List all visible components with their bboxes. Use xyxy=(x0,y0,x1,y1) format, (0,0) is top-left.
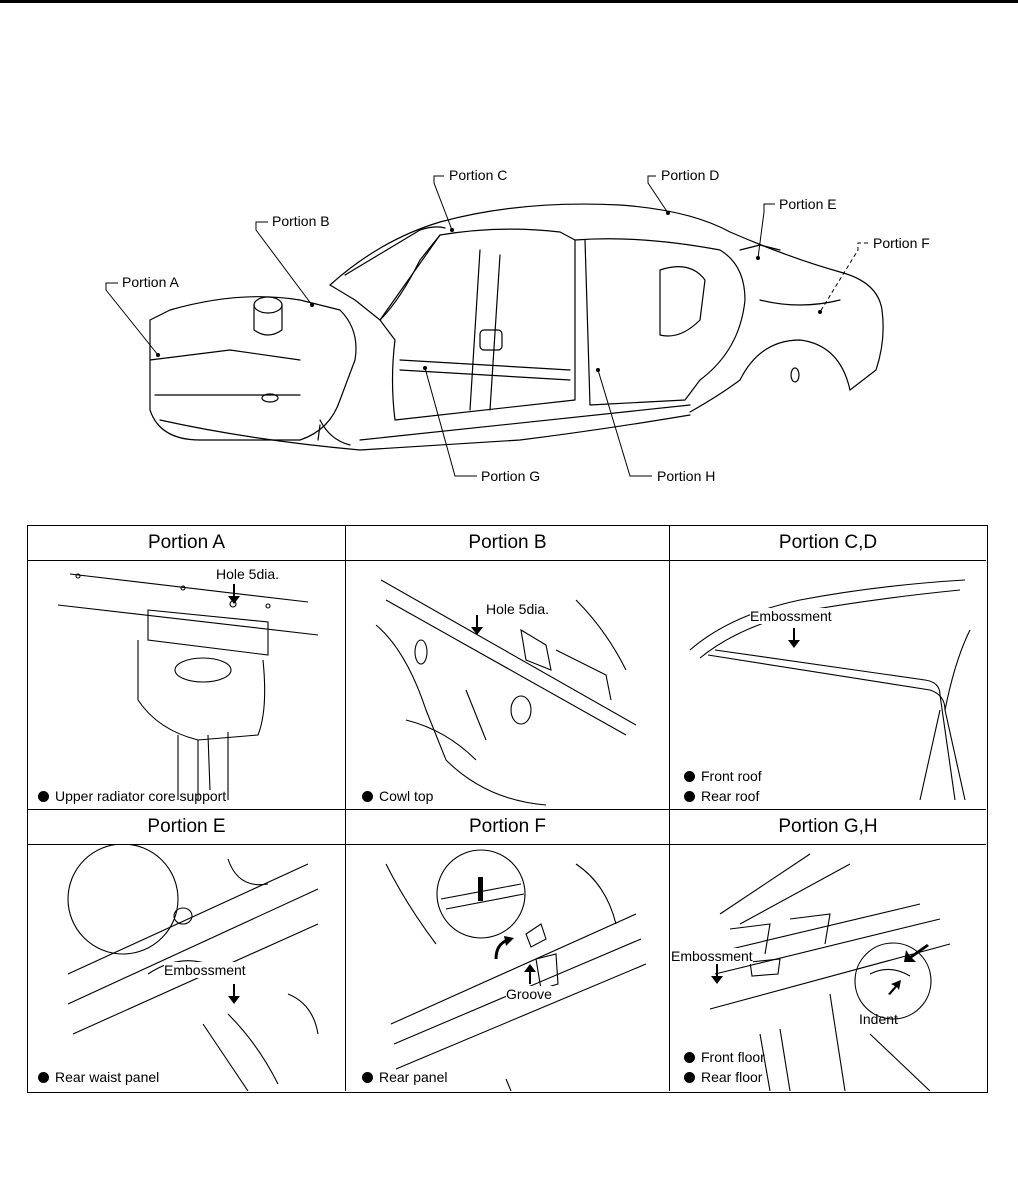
bullet-icon xyxy=(684,1072,695,1083)
callout-hole: Hole 5dia. xyxy=(486,601,550,617)
cell-portion-gh: Portion G,H Embossment Indent F xyxy=(670,810,986,1091)
bullet-icon xyxy=(38,791,49,802)
bullet-icon xyxy=(684,1052,695,1063)
top-rule xyxy=(0,0,1018,3)
callout-embossment: Embossment xyxy=(750,608,832,624)
portion-b-label: Portion B xyxy=(272,213,330,229)
item-text: Upper radiator core support xyxy=(55,788,227,804)
rear-panel-drawing xyxy=(346,844,669,1091)
portion-c-label: Portion C xyxy=(449,167,508,183)
portion-detail-table: Portion A Hole 5dia. Upper radiator core… xyxy=(27,525,988,1093)
item: Front roof xyxy=(684,768,762,784)
item: Rear roof xyxy=(684,788,759,804)
callout-groove: Groove xyxy=(506,986,552,1002)
bullet-icon xyxy=(362,1072,373,1083)
portion-e-label: Portion E xyxy=(779,196,837,212)
item-text: Front roof xyxy=(701,768,762,784)
bullet-icon xyxy=(38,1072,49,1083)
item: Cowl top xyxy=(362,788,433,804)
cell-portion-f: Portion F Groove Rear panel xyxy=(346,810,670,1091)
bullet-icon xyxy=(684,791,695,802)
item-text: Rear roof xyxy=(701,788,760,804)
floor-drawing xyxy=(670,844,986,1091)
portion-h-label: Portion H xyxy=(657,468,716,484)
cell-title: Portion C,D xyxy=(670,526,986,561)
roof-drawing xyxy=(670,560,986,809)
item: Front floor xyxy=(684,1049,765,1065)
portion-a-label: Portion A xyxy=(122,274,179,290)
cell-title: Portion F xyxy=(346,810,669,845)
portion-g-label: Portion G xyxy=(481,468,541,484)
radiator-core-drawing xyxy=(28,560,345,809)
callout-indent: Indent xyxy=(859,1011,898,1027)
item-text: Cowl top xyxy=(379,788,434,804)
cell-portion-a: Portion A Hole 5dia. Upper radiator core… xyxy=(28,526,346,810)
item: Rear waist panel xyxy=(38,1069,159,1085)
car-body-illustration xyxy=(105,175,884,477)
item: Rear panel xyxy=(362,1069,448,1085)
item: Rear floor xyxy=(684,1069,762,1085)
cell-portion-e: Portion E Embossment Rear waist panel xyxy=(28,810,346,1091)
bullet-icon xyxy=(362,791,373,802)
cell-portion-b: Portion B Hole 5dia. Cowl top xyxy=(346,526,670,810)
cell-title: Portion B xyxy=(346,526,669,561)
callout-hole: Hole 5dia. xyxy=(216,566,280,582)
item-text: Rear panel xyxy=(379,1069,448,1085)
item-text: Rear waist panel xyxy=(55,1069,160,1085)
cell-title: Portion G,H xyxy=(670,810,986,845)
cell-title: Portion A xyxy=(28,526,345,561)
rear-waist-drawing xyxy=(28,844,345,1091)
bullet-icon xyxy=(684,771,695,782)
item: Upper radiator core support xyxy=(38,788,226,804)
item-text: Front floor xyxy=(701,1049,765,1065)
cowl-top-drawing xyxy=(346,560,669,809)
callout-embossment: Embossment xyxy=(671,948,753,964)
cell-title: Portion E xyxy=(28,810,345,845)
item-text: Rear floor xyxy=(701,1069,763,1085)
cell-portion-cd: Portion C,D Embossment Front roof Rear r… xyxy=(670,526,986,810)
portion-d-label: Portion D xyxy=(661,167,720,183)
callout-embossment: Embossment xyxy=(164,962,246,978)
portion-f-label: Portion F xyxy=(873,235,930,251)
